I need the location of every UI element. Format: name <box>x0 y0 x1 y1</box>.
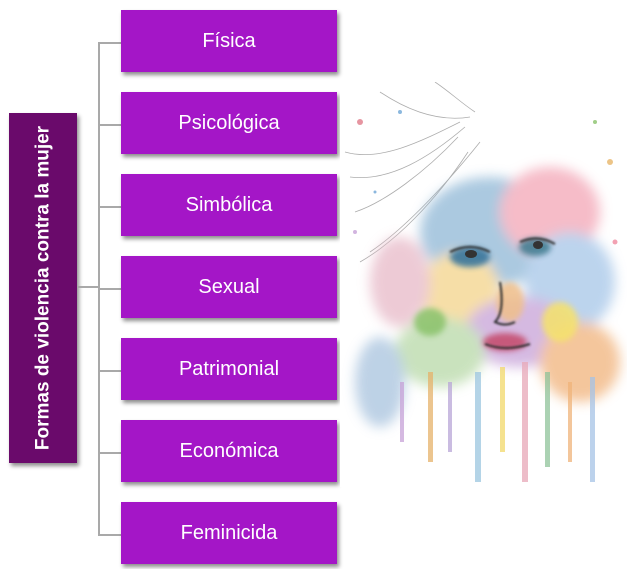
connector-branch <box>98 288 121 290</box>
node-economica: Económica <box>121 420 337 482</box>
connector-branch <box>98 42 121 44</box>
watercolor-face-image <box>340 82 627 487</box>
node-sexual: Sexual <box>121 256 337 318</box>
connector-branch <box>98 534 121 536</box>
node-psicologica: Psicológica <box>121 92 337 154</box>
connector-branch <box>98 452 121 454</box>
root-node-label: Formas de violencia contra la mujer <box>32 125 54 451</box>
connector-branch <box>98 124 121 126</box>
connector-branch <box>98 206 121 208</box>
node-fisica: Física <box>121 10 337 72</box>
node-feminicida: Feminicida <box>121 502 337 564</box>
node-simbolica: Simbólica <box>121 174 337 236</box>
connector-root <box>77 286 99 288</box>
root-node: Formas de violencia contra la mujer <box>9 113 77 463</box>
node-patrimonial: Patrimonial <box>121 338 337 400</box>
connector-branch <box>98 370 121 372</box>
